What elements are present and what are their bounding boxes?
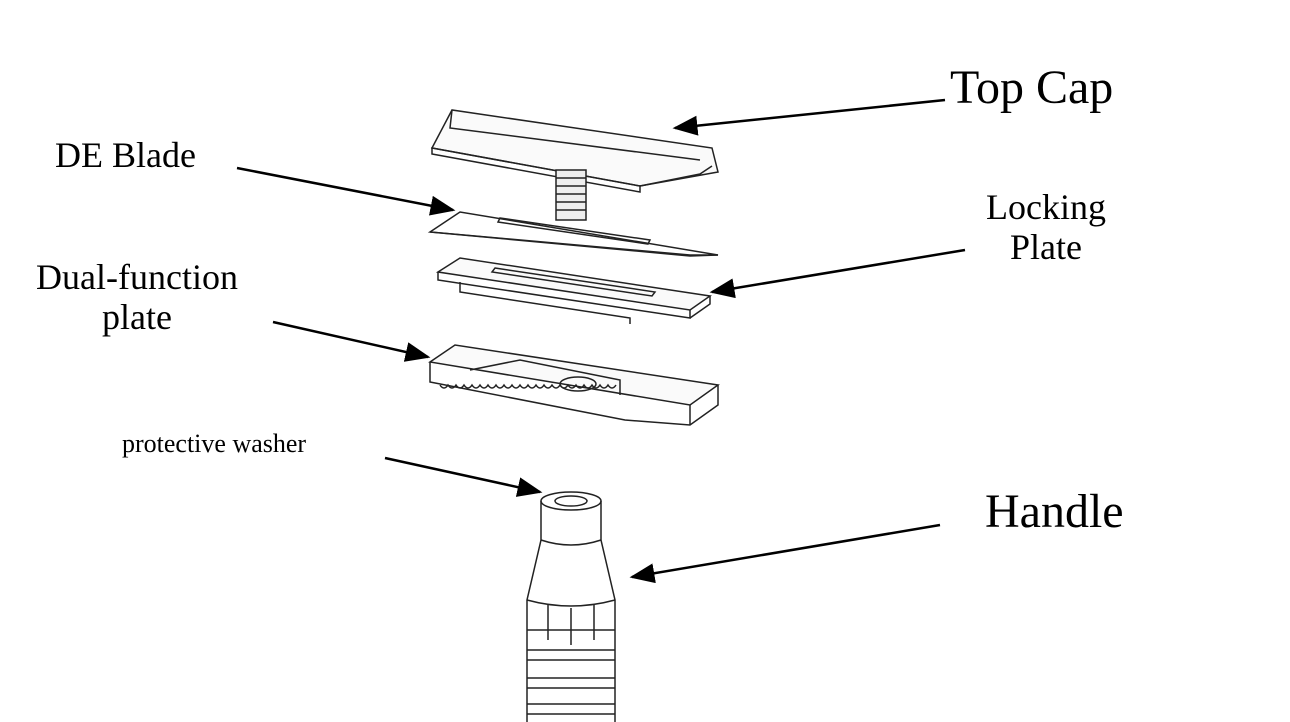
top-cap-arrow	[672, 98, 946, 136]
locking-plate-part	[435, 257, 712, 324]
de-blade-arrow	[236, 166, 456, 216]
threaded-post	[555, 169, 587, 221]
protective-washer-label: protective washer	[122, 429, 307, 458]
locking-plate-label: Locking Plate	[975, 187, 1117, 267]
dual-function-label-line2: plate	[102, 296, 172, 337]
dual-function-plate-part	[428, 344, 720, 426]
locking-plate-label-line2: Plate	[1010, 226, 1082, 267]
de-blade-part	[427, 211, 719, 257]
handle-label: Handle	[985, 485, 1124, 538]
de-blade-label: DE Blade	[55, 135, 196, 175]
handle-arrow	[629, 523, 941, 584]
dual-function-plate-label: Dual-function plate	[12, 257, 262, 337]
dual-function-label-line1: Dual-function	[36, 257, 238, 297]
protective-washer-arrow	[384, 456, 543, 497]
dual-function-plate-arrow	[272, 320, 431, 362]
locking-plate-arrow	[709, 248, 966, 299]
top-cap-label: Top Cap	[950, 61, 1114, 114]
locking-plate-label-line1: Locking	[986, 187, 1106, 227]
handle-part	[526, 491, 616, 722]
